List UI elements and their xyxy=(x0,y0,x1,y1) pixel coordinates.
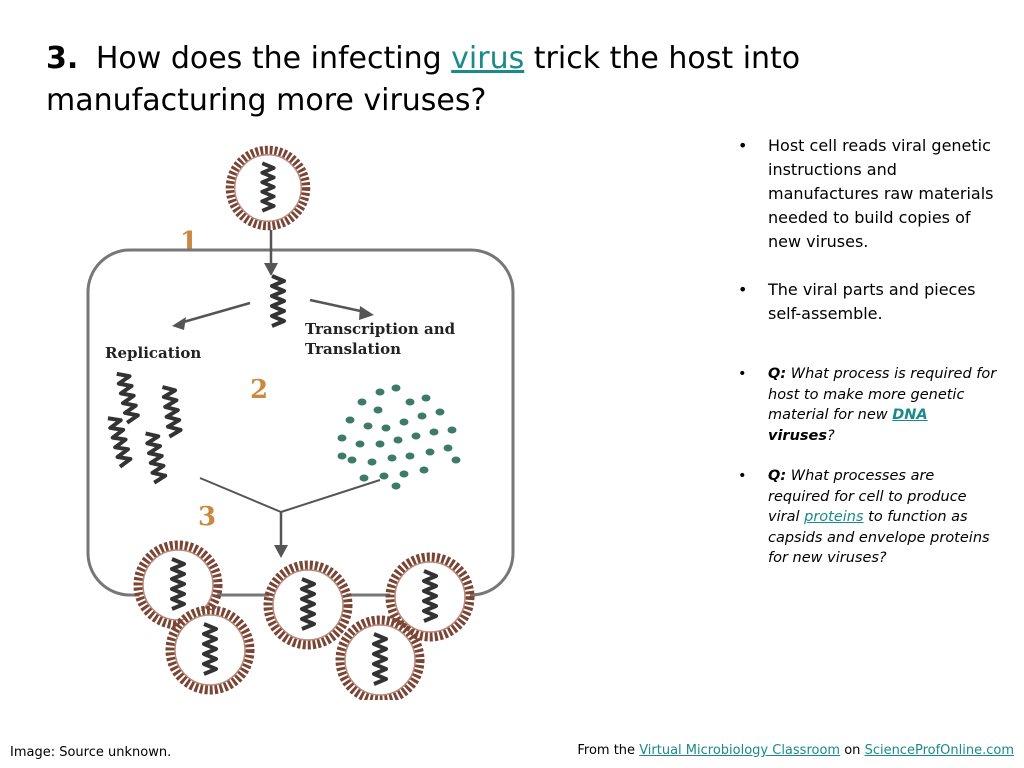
infecting-virus xyxy=(230,150,306,226)
replication-arrow xyxy=(172,301,251,330)
dna-link[interactable]: DNA xyxy=(892,407,928,423)
protein-particle xyxy=(425,448,435,456)
protein-particle xyxy=(411,432,421,440)
host-cell xyxy=(86,248,515,597)
viral-genome xyxy=(270,274,286,328)
protein-particle xyxy=(391,384,401,392)
virtual-microbiology-link[interactable]: Virtual Microbiology Classroom xyxy=(639,743,841,758)
transcription-label-2: Translation xyxy=(305,340,401,358)
viral-replication-diagram: 1 Transcription and Translation Replicat… xyxy=(86,140,515,700)
protein-particle xyxy=(379,472,389,480)
protein-particle xyxy=(429,428,439,436)
replicated-genomes xyxy=(105,369,184,485)
protein-particle xyxy=(373,406,383,414)
step-2-label: 2 xyxy=(250,375,268,405)
protein-particle xyxy=(443,444,453,452)
protein-particle xyxy=(359,474,369,482)
protein-particle xyxy=(393,436,403,444)
protein-particle xyxy=(337,452,347,460)
question-proteins: • Q: What processes are required for cel… xyxy=(738,468,990,566)
step-1-label: 1 xyxy=(180,227,198,257)
assembly-lines xyxy=(199,477,381,558)
title-text-before: How does the infecting xyxy=(95,41,442,76)
protein-particle xyxy=(419,466,429,474)
transcription-label-1: Transcription and xyxy=(305,320,456,338)
protein-particle xyxy=(375,440,385,448)
protein-particle xyxy=(357,398,367,406)
protein-particle xyxy=(421,394,431,402)
footer-credit: From the Virtual Microbiology Classroom … xyxy=(577,743,1014,758)
protein-particle xyxy=(337,434,347,442)
replication-label: Replication xyxy=(105,344,201,362)
protein-particle xyxy=(363,422,373,430)
image-source-note: Image: Source unknown. xyxy=(10,745,172,760)
bullet-host-reads: • Host cell reads viral genetic instruct… xyxy=(738,136,994,251)
protein-particle xyxy=(345,416,355,424)
protein-particle xyxy=(435,408,445,416)
protein-particle xyxy=(387,454,397,462)
transcription-arrow xyxy=(309,298,374,320)
protein-particle xyxy=(405,452,415,460)
bullet-self-assemble: • The viral parts and pieces self-assemb… xyxy=(738,280,976,323)
bullet-text: Host cell reads viral genetic instructio… xyxy=(768,136,994,251)
entry-arrow xyxy=(264,230,278,276)
protein-particle xyxy=(417,412,427,420)
new-virions xyxy=(138,545,470,700)
protein-particle xyxy=(399,470,409,478)
protein-particle xyxy=(391,482,401,490)
bullet-list: • Host cell reads viral genetic instruct… xyxy=(738,134,998,569)
virus-link[interactable]: virus xyxy=(451,41,525,76)
protein-particle xyxy=(375,388,385,396)
title-text-after: trick the host into manufacturing more v… xyxy=(46,41,801,118)
protein-particle xyxy=(381,424,391,432)
slide-title: 3. How does the infecting virus trick th… xyxy=(46,38,946,122)
protein-particle xyxy=(367,458,377,466)
protein-particle xyxy=(405,398,415,406)
question-number: 3. xyxy=(46,41,79,76)
protein-particle xyxy=(451,456,461,464)
proteins-link[interactable]: proteins xyxy=(804,509,864,525)
protein-particle xyxy=(347,456,357,464)
step-3-label: 3 xyxy=(198,502,216,532)
scienceprofonline-link[interactable]: ScienceProfOnline.com xyxy=(864,743,1014,758)
question-dna: • Q: What process is required for host t… xyxy=(738,366,997,444)
protein-particle xyxy=(355,440,365,448)
bullet-text: The viral parts and pieces self-assemble… xyxy=(768,280,976,323)
protein-particle xyxy=(447,426,457,434)
viral-proteins xyxy=(337,384,461,490)
protein-particle xyxy=(399,418,409,426)
